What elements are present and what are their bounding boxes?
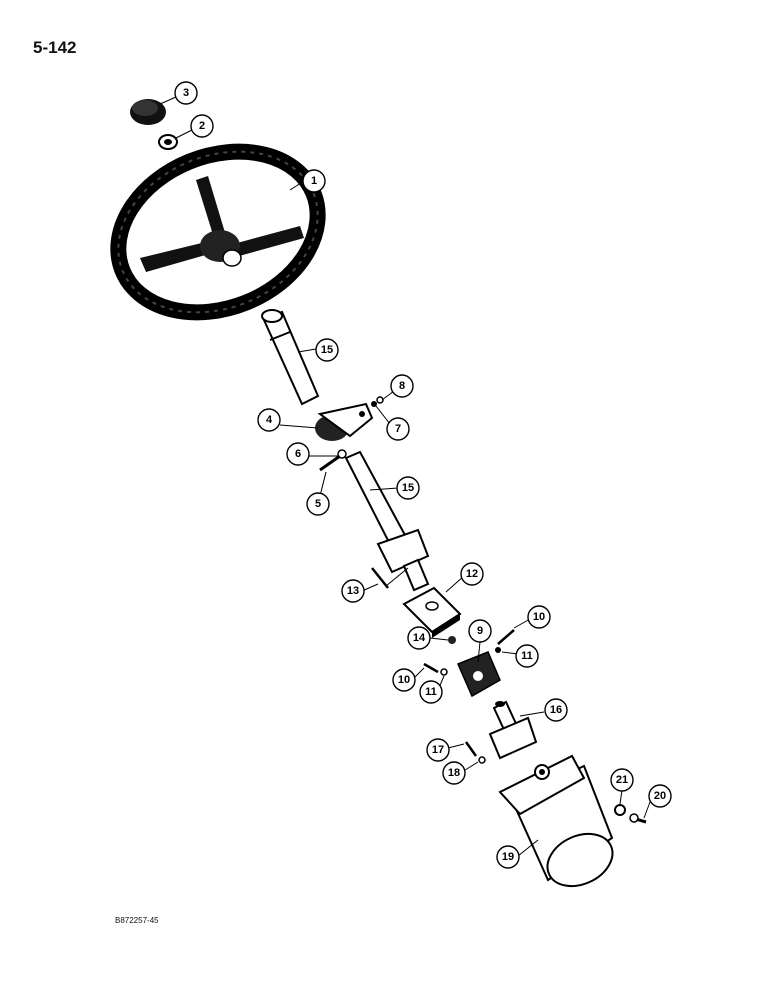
- adapter: [488, 700, 538, 760]
- callout-1-label: 1: [311, 175, 317, 187]
- page-number: 5-142: [33, 38, 77, 57]
- callout-14: 14: [407, 626, 431, 650]
- callout-4-label: 4: [266, 414, 273, 426]
- steering-wheel: [110, 143, 326, 321]
- callout-11-lower-label: 11: [425, 686, 437, 698]
- lower-steering-column: [344, 450, 430, 592]
- callout-9: 9: [468, 619, 492, 643]
- nut-8: [376, 396, 384, 404]
- callout-17: 17: [426, 738, 450, 762]
- callout-15-lower-label: 15: [402, 482, 414, 494]
- bolt-20: [629, 813, 647, 824]
- column-bracket: [315, 402, 374, 441]
- callout-1: 1: [302, 169, 326, 193]
- callout-14-label: 14: [413, 632, 426, 644]
- callout-6-label: 6: [295, 448, 301, 460]
- callout-16: 16: [544, 698, 568, 722]
- callout-12-label: 12: [466, 568, 478, 580]
- bolt-10-upper: [497, 629, 515, 645]
- callout-6: 6: [286, 442, 310, 466]
- bolt-5: [319, 449, 347, 472]
- callout-10-lower-label: 10: [398, 674, 410, 686]
- callout-19: 19: [496, 845, 520, 869]
- bolt-10-lower: [423, 662, 439, 674]
- callout-3-label: 3: [183, 87, 189, 99]
- figure-code: B872257-45: [115, 916, 159, 925]
- bolt-17: [464, 741, 478, 757]
- nut-14: [448, 636, 456, 644]
- callout-18: 18: [442, 761, 466, 785]
- upper-steering-column: [261, 309, 320, 406]
- callout-13: 13: [341, 579, 365, 603]
- callout-3: 3: [174, 81, 198, 105]
- callout-13-label: 13: [347, 585, 359, 597]
- callout-8-label: 8: [399, 380, 405, 392]
- callout-10-lower: 10: [392, 668, 416, 692]
- washer-18: [478, 756, 486, 764]
- callout-15-lower: 15: [396, 476, 420, 500]
- callout-5: 5: [306, 492, 330, 516]
- steering-nut: [158, 134, 178, 150]
- bolt-13: [371, 567, 409, 589]
- callout-2: 2: [190, 114, 214, 138]
- callout-10-upper-label: 10: [533, 611, 545, 623]
- callout-19-label: 19: [502, 851, 514, 863]
- callout-15-upper-label: 15: [321, 344, 333, 356]
- callout-11-upper: 11: [515, 644, 539, 668]
- callout-21-label: 21: [616, 774, 628, 786]
- callout-8: 8: [390, 374, 414, 398]
- leader-lines: [159, 96, 651, 857]
- washer-21: [614, 804, 626, 816]
- horn-cap: [130, 99, 166, 125]
- mounting-plate: [402, 586, 462, 638]
- callout-11-lower: 11: [419, 680, 443, 704]
- callout-16-label: 16: [550, 704, 562, 716]
- callout-12: 12: [460, 562, 484, 586]
- callout-17-label: 17: [432, 744, 444, 756]
- washer-11-upper: [495, 647, 501, 653]
- callout-7-label: 7: [395, 423, 401, 435]
- callout-20-label: 20: [654, 790, 666, 802]
- callout-15-upper: 15: [315, 338, 339, 362]
- steering-control-unit: [498, 754, 614, 888]
- callout-7: 7: [386, 417, 410, 441]
- callout-18-label: 18: [448, 767, 460, 779]
- washer-11-lower: [440, 668, 448, 676]
- callout-2-label: 2: [199, 120, 205, 132]
- callout-11-upper-label: 11: [521, 650, 533, 662]
- callout-20: 20: [648, 784, 672, 808]
- callout-21: 21: [610, 768, 634, 792]
- coupling: [457, 651, 501, 698]
- callout-5-label: 5: [315, 498, 321, 510]
- callout-4: 4: [257, 408, 281, 432]
- washer-7: [371, 401, 377, 407]
- callout-9-label: 9: [477, 625, 483, 637]
- callout-10-upper: 10: [527, 605, 551, 629]
